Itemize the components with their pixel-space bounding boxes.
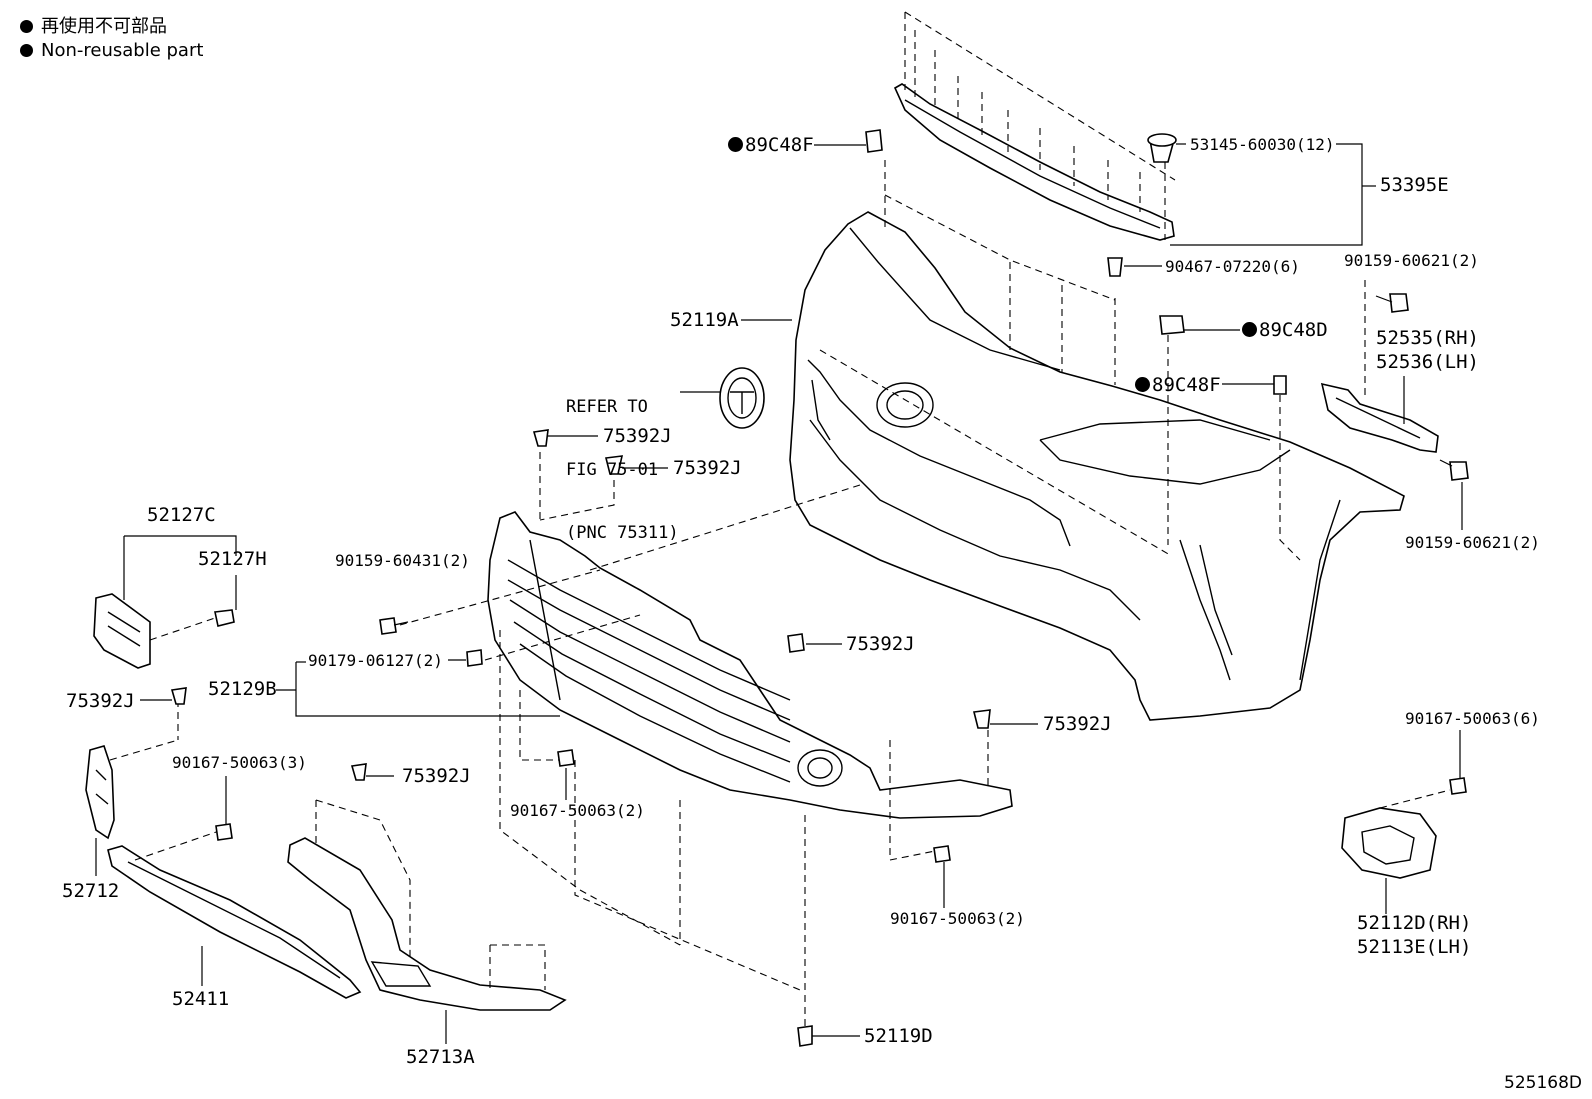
label-52113e-lh: 52113E(LH) xyxy=(1357,936,1472,958)
label-75392j-c: 75392J xyxy=(846,633,915,655)
label-52712: 52712 xyxy=(62,880,120,902)
leader-lines xyxy=(95,143,1463,1044)
garnish-52713a xyxy=(287,799,567,1011)
label-52112d-rh: 52112D(RH) xyxy=(1357,912,1472,934)
label-89c48f-mid: 89C48F xyxy=(1135,374,1221,396)
seal-strip-dash-lines xyxy=(904,11,1176,212)
fog-bezel-52112d xyxy=(1341,789,1451,879)
label-75392j-e: 75392J xyxy=(66,690,135,712)
figure-number: 525168D xyxy=(1504,1073,1582,1093)
lower-grille-52129b xyxy=(487,511,1013,819)
reference-line-2: FIG 75-01 xyxy=(566,460,659,480)
lower-spoiler-52411 xyxy=(107,829,362,999)
bolt-90159-bot xyxy=(1439,459,1469,481)
reference-line-3: (PNC 75311) xyxy=(566,523,679,543)
label-90159-60431: 90159-60431(2) xyxy=(335,551,470,570)
label-75392j-d: 75392J xyxy=(1043,713,1112,735)
side-bracket-52535 xyxy=(1320,382,1439,453)
clip-75392j-d xyxy=(973,709,991,729)
legend-text-jp: 再使用不可部品 xyxy=(41,16,167,37)
label-89c48d: 89C48D xyxy=(1242,319,1328,341)
bolt-90167-3 xyxy=(215,823,233,841)
label-75392j-b: 75392J xyxy=(673,457,742,479)
bumper-cover-52119a xyxy=(789,211,1405,721)
label-52129b: 52129B xyxy=(208,678,277,700)
legend-non-reusable-jp: 再使用不可部品 xyxy=(20,16,167,38)
label-52411: 52411 xyxy=(172,988,230,1010)
legend-text-en: Non-reusable part xyxy=(41,40,204,61)
clip-75392j-a xyxy=(532,429,549,447)
label-89c48f-top: 89C48F xyxy=(728,134,814,156)
side-trim-52127c xyxy=(93,593,235,669)
label-90167-50063-2b: 90167-50063(2) xyxy=(890,909,1025,928)
bolt-90167-2b xyxy=(933,845,951,863)
reference-line-1: REFER TO xyxy=(566,397,648,417)
non-reusable-dot-icon xyxy=(1135,377,1150,392)
label-90167-50063-2a: 90167-50063(2) xyxy=(510,801,645,820)
non-reusable-dot-icon xyxy=(728,137,743,152)
clip-90467 xyxy=(1107,257,1123,277)
label-52127c: 52127C xyxy=(147,504,216,526)
clip-75392j-f xyxy=(350,763,367,781)
emblem-75311 xyxy=(719,367,765,429)
reference-note: REFER TO FIG 75-01 (PNC 75311) xyxy=(566,355,679,565)
bumper-dash-lines xyxy=(819,150,1366,561)
label-90467-07220: 90467-07220(6) xyxy=(1165,257,1300,276)
label-75392j-a: 75392J xyxy=(603,425,672,447)
label-75392j-f: 75392J xyxy=(402,765,471,787)
bracket-52712 xyxy=(85,700,179,840)
label-90179-06127: 90179-06127(2) xyxy=(308,651,443,670)
clip-52119d xyxy=(797,1025,813,1047)
label-52119a: 52119A xyxy=(670,309,739,331)
label-90167-50063-6: 90167-50063(6) xyxy=(1405,709,1540,728)
seal-strip-53395e xyxy=(893,83,1175,241)
bolt-90167-2a xyxy=(557,749,575,767)
label-90159-60621-top: 90159-60621(2) xyxy=(1344,251,1479,270)
clip-75392j-e xyxy=(170,687,187,705)
clip-75392j-b xyxy=(605,455,624,475)
bolt-90159-top xyxy=(1375,293,1409,313)
label-52127h: 52127H xyxy=(198,548,267,570)
label-53145-60030: 53145-60030(12) xyxy=(1190,135,1335,154)
clip-89c48f-top xyxy=(865,129,883,153)
clip-90179 xyxy=(466,649,483,667)
label-52119d: 52119D xyxy=(864,1025,933,1047)
label-52713a: 52713A xyxy=(406,1046,475,1068)
clip-75392j-c xyxy=(787,633,805,653)
legend-non-reusable-en: Non-reusable part xyxy=(20,40,203,62)
label-90159-60621-bot: 90159-60621(2) xyxy=(1405,533,1540,552)
bolt-90167-6 xyxy=(1449,777,1467,795)
label-52536-lh: 52536(LH) xyxy=(1376,351,1479,373)
clip-89c48f-mid xyxy=(1273,375,1287,395)
bullet-icon xyxy=(20,44,33,57)
bolt-90159-60431 xyxy=(379,617,409,635)
label-52535-rh: 52535(RH) xyxy=(1376,327,1479,349)
clip-89c48d xyxy=(1159,315,1185,335)
bullet-icon xyxy=(20,20,33,33)
clip-53145 xyxy=(1147,133,1177,163)
grille-dash-lines xyxy=(399,452,989,1030)
non-reusable-dot-icon xyxy=(1242,322,1257,337)
label-90167-50063-3: 90167-50063(3) xyxy=(172,753,307,772)
label-53395e: 53395E xyxy=(1380,174,1449,196)
